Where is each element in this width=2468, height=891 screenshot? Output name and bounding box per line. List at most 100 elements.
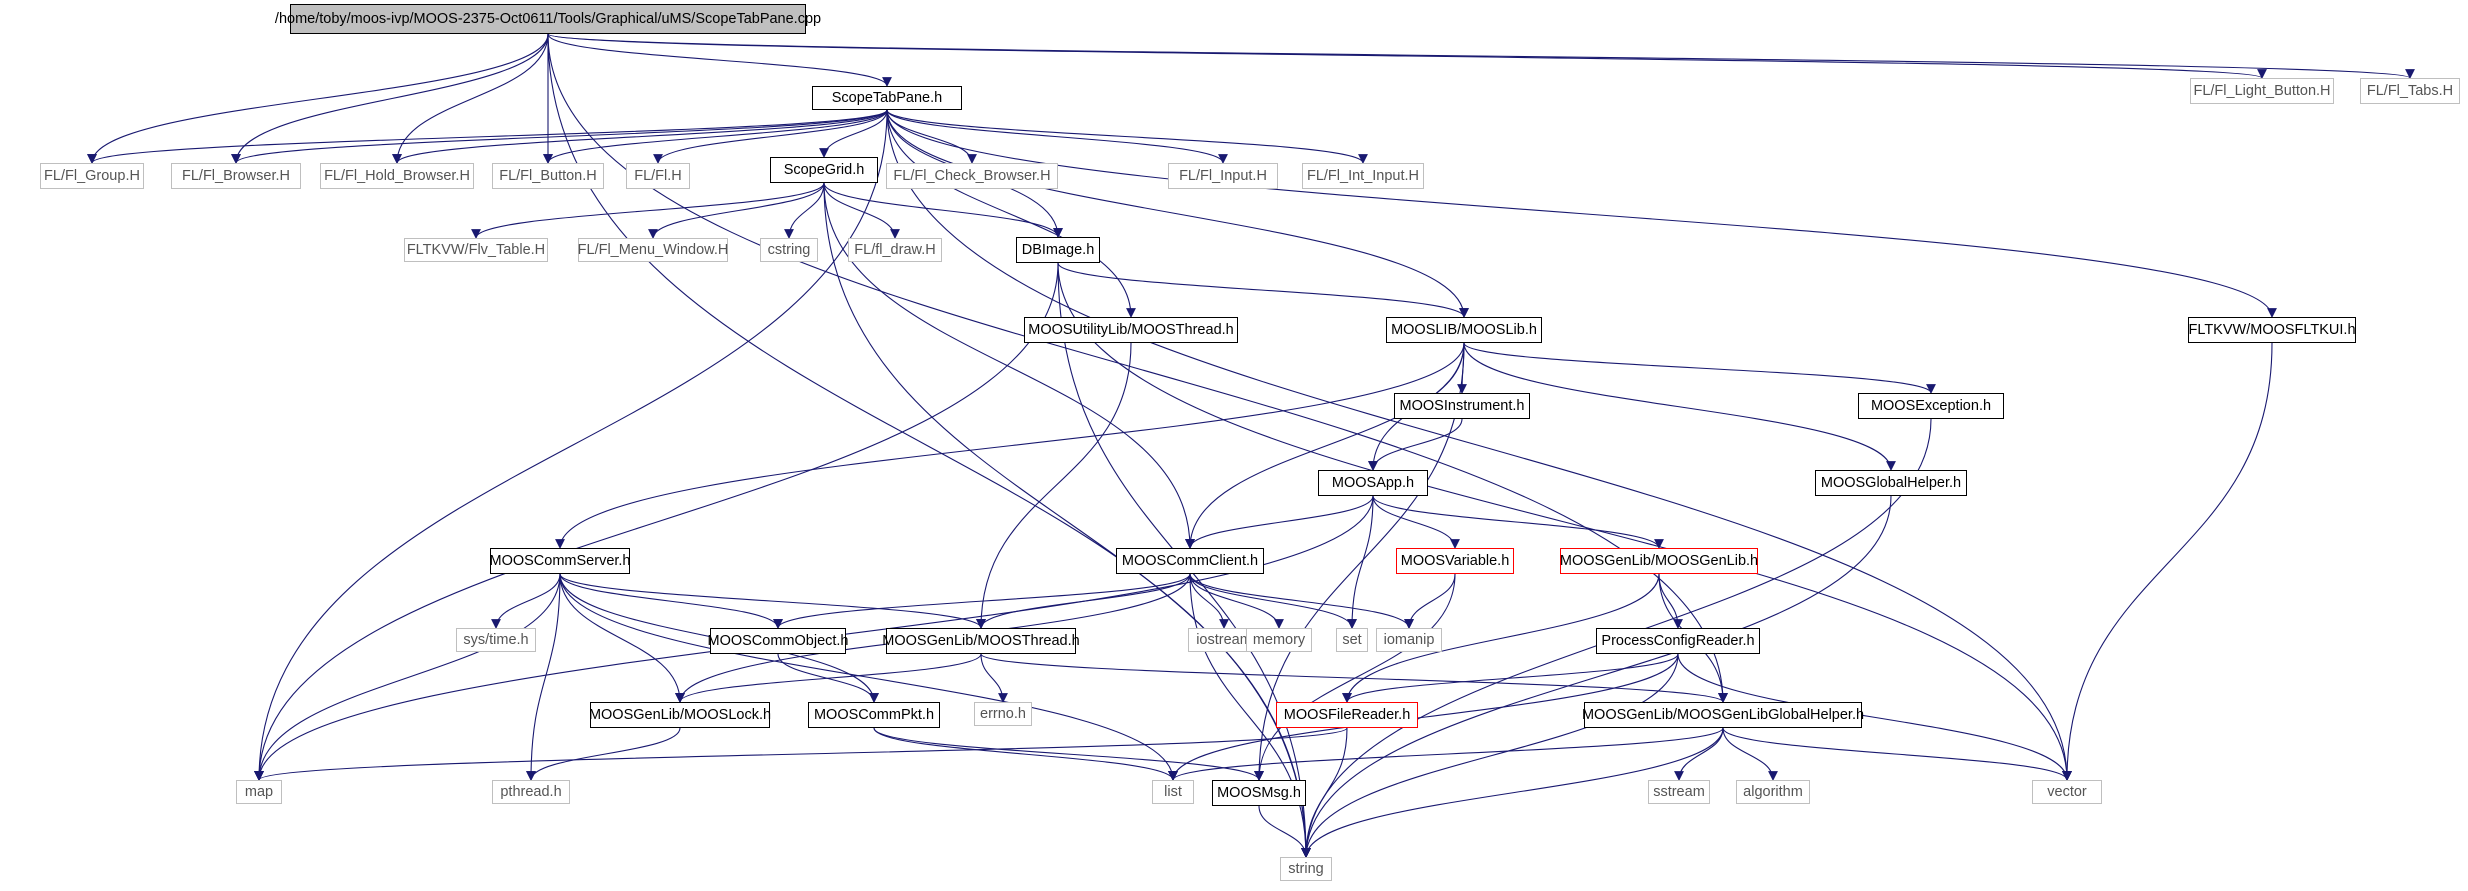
edge-stp-to-group xyxy=(87,109,888,164)
node-map[interactable]: map xyxy=(236,780,282,804)
node-intin[interactable]: FL/Fl_Int_Input.H xyxy=(1302,163,1424,189)
node-freader[interactable]: MOOSFileReader.h xyxy=(1276,702,1418,728)
edge-gghelper-to-vector xyxy=(1722,727,2072,781)
node-list[interactable]: list xyxy=(1152,780,1194,804)
edge-app-to-cclient xyxy=(1185,495,1374,549)
node-menu[interactable]: FL/Fl_Menu_Window.H xyxy=(578,238,728,262)
node-cclient[interactable]: MOOSCommClient.h xyxy=(1116,548,1264,574)
edge-cserver-to-gthread xyxy=(559,573,986,629)
edge-pkt-to-list xyxy=(873,727,1178,781)
node-light[interactable]: FL/Fl_Light_Button.H xyxy=(2190,78,2334,104)
node-group[interactable]: FL/Fl_Group.H xyxy=(40,163,144,189)
edge-cclient-to-gthread xyxy=(976,573,1191,629)
edge-layer xyxy=(87,33,2415,858)
node-check[interactable]: FL/Fl_Check_Browser.H xyxy=(886,163,1058,189)
node-sgrid[interactable]: ScopeGrid.h xyxy=(770,157,878,183)
edge-stp-to-button xyxy=(543,109,888,164)
node-mooslib[interactable]: MOOSLIB/MOOSLib.h xyxy=(1386,317,1542,343)
edge-mooslib-to-ghelp xyxy=(1463,342,1896,471)
edge-stp-to-hold xyxy=(392,109,888,164)
node-app[interactable]: MOOSApp.h xyxy=(1318,470,1428,496)
edge-cclient-to-cobj xyxy=(773,573,1191,629)
edge-stp-to-sgrid xyxy=(819,109,888,158)
node-cserver[interactable]: MOOSCommServer.h xyxy=(490,548,631,574)
node-cobj[interactable]: MOOSCommObject.h xyxy=(708,628,849,654)
edge-fltkui-to-vector xyxy=(2062,342,2273,781)
edge-gthread-to-errno xyxy=(980,653,1008,703)
node-string[interactable]: string xyxy=(1280,857,1332,881)
node-systime[interactable]: sys/time.h xyxy=(456,628,536,652)
node-msg[interactable]: MOOSMsg.h xyxy=(1212,780,1306,806)
edge-root-to-browser xyxy=(231,33,549,164)
node-algorithm[interactable]: algorithm xyxy=(1736,780,1810,804)
edge-gghelper-to-sstream xyxy=(1674,727,1724,781)
edge-pcr-to-freader xyxy=(1342,653,1679,703)
node-input[interactable]: FL/Fl_Input.H xyxy=(1168,163,1278,189)
edge-stp-to-browser xyxy=(231,109,888,164)
node-vector[interactable]: vector xyxy=(2032,780,2102,804)
node-flv[interactable]: FLTKVW/Flv_Table.H xyxy=(404,238,548,262)
node-button[interactable]: FL/Fl_Button.H xyxy=(492,163,604,189)
edge-cclient-to-set xyxy=(1189,573,1357,629)
edge-msg-to-string xyxy=(1258,805,1311,858)
node-exc[interactable]: MOOSException.h xyxy=(1858,393,2004,419)
edge-cserver-to-cobj xyxy=(559,573,783,629)
node-dbimg[interactable]: DBImage.h xyxy=(1016,237,1100,263)
node-gthread[interactable]: MOOSGenLib/MOOSThread.h xyxy=(882,628,1080,654)
node-uthread[interactable]: MOOSUtilityLib/MOOSThread.h xyxy=(1024,317,1238,343)
node-genlib[interactable]: MOOSGenLib/MOOSGenLib.h xyxy=(1560,548,1758,574)
edge-sgrid-to-cstring xyxy=(784,182,825,239)
node-iomanip[interactable]: iomanip xyxy=(1376,628,1442,652)
edge-dbimg-to-mooslib xyxy=(1057,262,1469,318)
edge-root-to-stp xyxy=(547,33,892,87)
node-sstream[interactable]: sstream xyxy=(1648,780,1710,804)
edge-dbimg-to-map xyxy=(254,262,1059,781)
edge-gghelper-to-algorithm xyxy=(1722,727,1778,781)
edge-pcr-to-list xyxy=(1168,653,1679,781)
node-instr[interactable]: MOOSInstrument.h xyxy=(1394,393,1530,419)
node-fldraw[interactable]: FL/fl_draw.H xyxy=(848,238,942,262)
edge-gthread-to-lock xyxy=(675,653,982,703)
edge-mooslib-to-msg xyxy=(1254,342,1465,781)
node-memory[interactable]: memory xyxy=(1246,628,1312,652)
edge-root-to-group xyxy=(87,33,549,164)
edge-root-to-hold xyxy=(392,33,549,164)
node-var[interactable]: MOOSVariable.h xyxy=(1396,548,1514,574)
node-browser[interactable]: FL/Fl_Browser.H xyxy=(171,163,301,189)
edge-pkt-to-msg xyxy=(873,727,1264,781)
node-pthread[interactable]: pthread.h xyxy=(492,780,570,804)
node-ghelp[interactable]: MOOSGlobalHelper.h xyxy=(1815,470,1967,496)
node-gghelper[interactable]: MOOSGenLib/MOOSGenLibGlobalHelper.h xyxy=(1582,702,1864,728)
edge-cserver-to-systime xyxy=(491,573,561,629)
node-set[interactable]: set xyxy=(1336,628,1368,652)
edge-var-to-msg xyxy=(1254,573,1456,781)
edge-app-to-genlib xyxy=(1372,495,1664,549)
node-stp[interactable]: ScopeTabPane.h xyxy=(812,86,962,110)
edge-gghelper-to-list xyxy=(1168,727,1724,781)
node-root[interactable]: /home/toby/moos-ivp/MOOS-2375-Oct0611/To… xyxy=(275,4,821,34)
edge-sgrid-to-fldraw xyxy=(823,182,900,239)
edge-freader-to-map xyxy=(254,727,1348,781)
edge-stp-to-mooslib xyxy=(886,109,1469,318)
node-cstring[interactable]: cstring xyxy=(760,238,818,262)
node-fltkui[interactable]: FLTKVW/MOOSFLTKUI.h xyxy=(2188,317,2356,343)
node-tabs[interactable]: FL/Fl_Tabs.H xyxy=(2360,78,2460,104)
node-hold[interactable]: FL/Fl_Hold_Browser.H xyxy=(320,163,474,189)
edge-freader-to-string xyxy=(1301,727,1348,858)
edge-mooslib-to-cserver xyxy=(555,342,1465,549)
edge-cclient-to-iomanip xyxy=(1189,573,1414,629)
node-lock[interactable]: MOOSGenLib/MOOSLock.h xyxy=(589,702,771,728)
node-pkt[interactable]: MOOSCommPkt.h xyxy=(808,702,940,728)
edge-stp-to-fltkui xyxy=(886,109,2277,318)
edge-root-to-light xyxy=(547,33,2267,79)
edge-ghelp-to-string xyxy=(1301,495,1892,858)
node-pcr[interactable]: ProcessConfigReader.h xyxy=(1596,628,1760,654)
node-errno[interactable]: errno.h xyxy=(974,702,1032,726)
edge-lock-to-pthread xyxy=(526,727,681,781)
edge-stp-to-map xyxy=(254,109,888,781)
node-flh[interactable]: FL/Fl.H xyxy=(626,163,690,189)
edge-pcr-to-vector xyxy=(1677,653,2072,781)
edge-stp-to-flh xyxy=(653,109,888,164)
edge-stp-to-uthread xyxy=(886,109,1136,318)
